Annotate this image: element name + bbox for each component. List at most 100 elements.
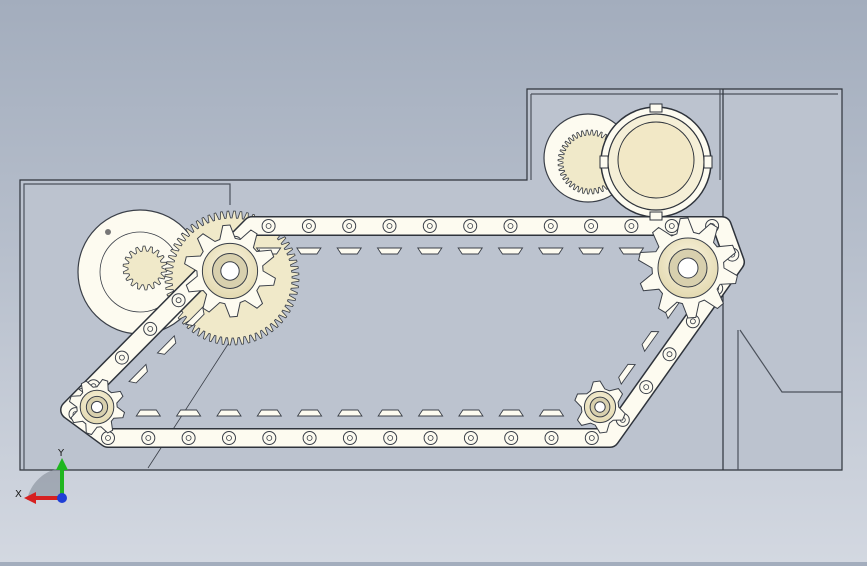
chain-pin-hole <box>145 435 152 441</box>
bucket-cup <box>336 247 363 255</box>
chain-link-pin <box>504 431 519 445</box>
chain-link-pin <box>171 293 186 308</box>
chain-pin-hole <box>467 223 474 229</box>
chain-pin-hole <box>668 223 675 229</box>
chain-link-pin <box>342 431 357 445</box>
chain-link-pin <box>101 431 115 445</box>
triad-x-label: X <box>15 489 22 500</box>
roller-drum <box>599 103 713 221</box>
chain-link-pin <box>143 321 158 336</box>
chain-pin-hole <box>427 435 434 441</box>
triad-x-arrowhead <box>24 492 36 504</box>
roller-drum-notch-right <box>703 155 713 169</box>
chain-pin-hole <box>346 223 353 229</box>
chain-link-pin <box>302 431 317 445</box>
drive-sprocket-right <box>638 217 738 319</box>
bucket-cup <box>337 409 363 417</box>
roller-drum-notch-bottom <box>649 211 663 221</box>
bucket-cup <box>376 247 403 255</box>
chain-link-pin <box>261 219 276 233</box>
sprocket-layer <box>68 217 738 436</box>
bucket-cup <box>641 331 660 353</box>
chain-link-pin <box>114 350 129 365</box>
triad-plane-shadow <box>27 468 62 500</box>
chain-pin-hole <box>690 318 696 325</box>
bucket-cup <box>184 306 205 327</box>
idler-sprocket-bottom-left-bore <box>90 400 104 414</box>
bucket-cup <box>128 363 148 384</box>
chain-pin-hole <box>507 223 514 229</box>
chain-link-pin <box>423 431 438 445</box>
chain-pin-hole <box>305 223 312 229</box>
inner-plate-outline <box>23 183 231 470</box>
triad-y-label: Y <box>57 448 65 459</box>
chain-pin-hole <box>467 435 474 441</box>
chain-pin-hole <box>426 223 433 229</box>
chain-link-pin <box>383 431 398 445</box>
chain-link-pin <box>543 219 558 233</box>
bucket-cup <box>416 247 443 255</box>
chain-pin-hole <box>548 435 555 441</box>
disc-bolt-hole <box>105 229 111 235</box>
bucket-cup <box>498 409 525 417</box>
chain-pin-hole <box>508 435 515 441</box>
bucket-cup <box>216 409 242 417</box>
roller-drum-notch-left <box>599 155 609 169</box>
chain-link-pin <box>181 431 196 445</box>
chain-link-pin <box>382 219 397 233</box>
chain-link-pin <box>463 431 478 445</box>
bucket-cup <box>538 409 565 417</box>
idler-sprocket-bottom-right-bore <box>594 401 606 413</box>
bucket-cup <box>377 409 404 417</box>
chain-pin-hole <box>346 435 353 441</box>
bucket-cup <box>296 247 322 255</box>
chain-link-pin <box>639 380 654 395</box>
bucket-cup <box>618 363 637 386</box>
chain-link-pin <box>262 431 277 445</box>
bucket-cup <box>458 409 484 417</box>
chain-pin-hole <box>643 384 650 391</box>
bucket-cup <box>417 409 444 417</box>
chain-pin-hole <box>147 325 154 332</box>
roller-drum-face <box>617 121 695 199</box>
triad-z-origin <box>57 493 67 503</box>
chain-link-pin <box>584 219 599 233</box>
chain-link-pin <box>222 431 236 445</box>
chain-pin-hole <box>105 435 111 441</box>
bucket-cup <box>457 247 484 255</box>
chain-pin-hole <box>185 435 192 441</box>
chain-link-pin <box>463 219 478 233</box>
chain-link-pin <box>584 431 599 445</box>
coordinate-triad: X Y <box>15 448 68 504</box>
chain-pin-hole <box>226 435 232 441</box>
chain-link-pin <box>503 219 518 233</box>
bucket-cup <box>256 409 283 417</box>
drive-sprocket-left-bore <box>220 261 240 281</box>
triad-y-arrowhead <box>56 458 68 470</box>
right-bracket-chamfer <box>739 329 842 393</box>
drive-sprocket-right-bore <box>677 257 699 279</box>
chain-link-pin <box>664 219 679 233</box>
chain-link-pin <box>624 219 639 233</box>
bucket-cup <box>497 247 524 255</box>
chain-link-pin <box>662 347 677 362</box>
idler-sprocket-bottom-right <box>574 380 626 434</box>
chain-pin-hole <box>306 435 313 441</box>
chain-pin-hole <box>119 354 125 361</box>
pinion-gear-left <box>122 245 168 291</box>
chain-pin-hole <box>666 351 673 358</box>
chain-link-pin <box>301 219 316 233</box>
bucket-cup <box>156 334 177 355</box>
chain-pin-hole <box>265 223 272 229</box>
chain-pin-hole <box>266 435 273 441</box>
chain-pin-hole <box>588 435 595 441</box>
chain-link-pin <box>141 431 156 445</box>
chain-pin-hole <box>175 297 182 304</box>
chain-link-pin <box>342 219 357 233</box>
bucket-cup <box>537 247 564 255</box>
chain-link-pin <box>422 219 437 233</box>
idler-sprocket-bottom-left <box>68 378 126 436</box>
bucket-cup <box>578 247 604 255</box>
